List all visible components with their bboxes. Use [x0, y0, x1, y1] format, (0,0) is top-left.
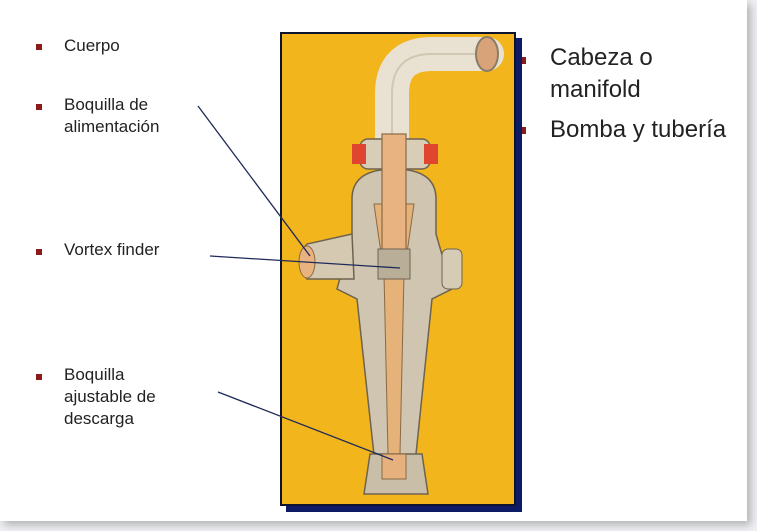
- slide: Cuerpo Boquilla de alimentación Vortex f…: [0, 0, 747, 521]
- label-cabeza: Cabeza o manifold: [550, 42, 653, 106]
- bullet-boquilla-descarga: [36, 374, 42, 380]
- bullet-boquilla-alimentacion: [36, 104, 42, 110]
- label-vortex-finder: Vortex finder: [64, 239, 159, 261]
- bullet-cuerpo: [36, 44, 42, 50]
- bullet-bomba: [519, 127, 526, 134]
- label-bomba: Bomba y tubería: [550, 114, 726, 146]
- bullet-vortex-finder: [36, 249, 42, 255]
- label-cuerpo: Cuerpo: [64, 35, 120, 57]
- hydrocyclone-illustration: [280, 32, 516, 506]
- bullet-cabeza: [519, 57, 526, 64]
- hydrocyclone-drawing: [282, 34, 514, 504]
- manifold-pipe: [392, 54, 487, 144]
- label-boquilla-alimentacion: Boquilla de alimentación: [64, 94, 159, 138]
- label-boquilla-descarga: Boquilla ajustable de descarga: [64, 364, 156, 430]
- pipe-opening: [476, 37, 498, 71]
